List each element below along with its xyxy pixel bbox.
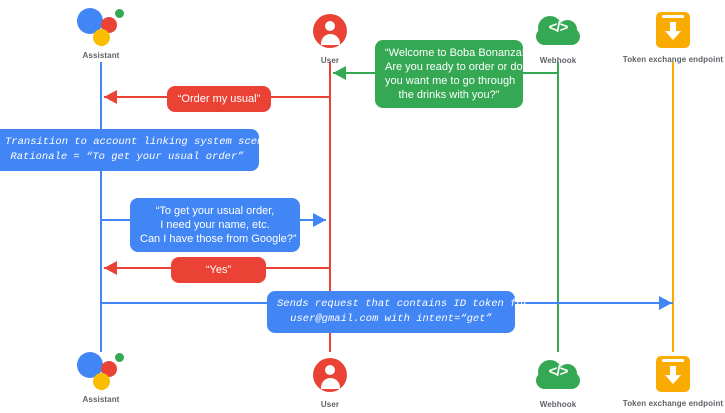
actor-assistant-top[interactable]: Assistant	[41, 4, 161, 61]
user-avatar-icon	[270, 9, 390, 53]
cloud-code-icon: </>	[498, 353, 618, 397]
lifeline-webhook	[557, 62, 559, 352]
note-sends-request: Sends request that contains ID token for…	[267, 291, 530, 333]
arrowhead-ask-for-name	[313, 213, 326, 227]
arrowhead-order-my-usual	[104, 90, 117, 104]
bubble-line: “Welcome to Boba Bonanza!	[385, 47, 525, 59]
bubble-line: “Order my usual”	[177, 93, 261, 105]
actor-label-token-endpoint: Token exchange endpoint	[613, 399, 725, 409]
bubble-line: Can I have those from Google?”	[140, 233, 297, 245]
bubble-line: you want me to go through	[385, 75, 516, 87]
note-transition-to-account-linking: Transition to account linking system sce…	[0, 129, 276, 171]
token-label-line2: endpoint	[688, 55, 724, 64]
actor-label-token-endpoint: Token exchange endpoint	[613, 55, 725, 65]
token-label-line2: endpoint	[688, 399, 724, 408]
message-bubble-yes: “Yes”	[171, 257, 266, 283]
actor-label-webhook: Webhook	[539, 400, 577, 409]
bubble-line: “Yes”	[205, 264, 232, 276]
lifeline-token-endpoint	[672, 62, 674, 352]
message-bubble-welcome: “Welcome to Boba Bonanza! Are you ready …	[375, 40, 525, 108]
user-avatar-icon	[270, 353, 390, 397]
actor-label-webhook: Webhook	[539, 56, 577, 65]
actor-webhook-top[interactable]: </> Webhook	[498, 9, 618, 66]
bubble-line: Are you ready to order or do	[385, 61, 523, 73]
actor-token-endpoint-top[interactable]: Token exchange endpoint	[613, 8, 725, 65]
cloud-code-icon: </>	[498, 9, 618, 53]
message-bubble-order-my-usual: “Order my usual”	[167, 86, 271, 112]
actor-label-assistant: Assistant	[82, 395, 120, 404]
lifeline-assistant	[100, 62, 102, 352]
download-box-icon	[613, 352, 725, 396]
note-line: Rationale = “To get your usual order”	[10, 151, 244, 163]
lifeline-user	[329, 62, 331, 352]
message-bubble-ask-for-name: “To get your usual order, I need your na…	[130, 198, 300, 252]
arrowhead-sends-request	[659, 296, 672, 310]
actor-assistant-bottom[interactable]: Assistant	[41, 348, 161, 405]
google-assistant-icon	[41, 4, 161, 48]
arrowhead-welcome	[333, 66, 346, 80]
google-assistant-icon	[41, 348, 161, 392]
actor-token-endpoint-bottom[interactable]: Token exchange endpoint	[613, 352, 725, 409]
actor-webhook-bottom[interactable]: </> Webhook	[498, 353, 618, 410]
bubble-line: the drinks with you?”	[398, 89, 500, 101]
actor-user-top[interactable]: User	[270, 9, 390, 66]
download-box-icon	[613, 8, 725, 52]
actor-user-bottom[interactable]: User	[270, 353, 390, 410]
note-line: Transition to account linking system sce…	[5, 136, 276, 148]
note-line: Sends request that contains ID token for	[277, 298, 530, 310]
note-line: user@gmail.com with intent=“get”	[290, 313, 492, 325]
bubble-line: “To get your usual order,	[155, 205, 275, 217]
bubble-line: I need your name, etc.	[160, 219, 270, 231]
arrowhead-yes	[104, 261, 117, 275]
actor-label-user: User	[320, 400, 340, 409]
token-label-line1: Token exchange	[622, 55, 687, 64]
actor-label-user: User	[320, 56, 340, 65]
token-label-line1: Token exchange	[622, 399, 687, 408]
actor-label-assistant: Assistant	[82, 51, 120, 60]
